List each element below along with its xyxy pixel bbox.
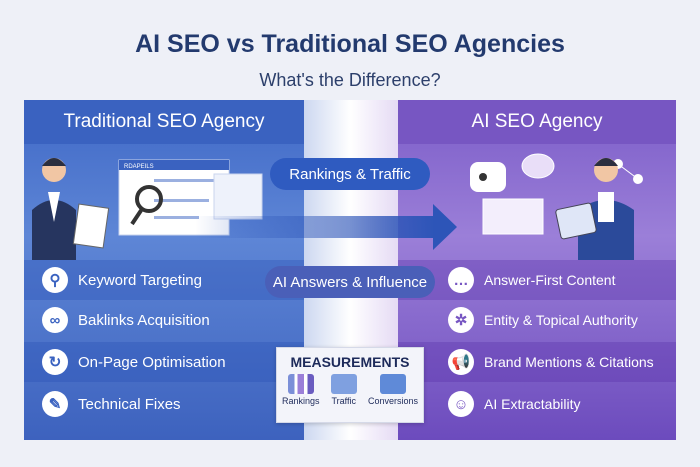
- page-cycle-icon: ↻: [42, 349, 68, 375]
- list-item: ☺ AI Extractability: [398, 384, 676, 424]
- megaphone-icon: 📢: [448, 349, 474, 375]
- robot-icon: ☺: [448, 391, 474, 417]
- network-icon: ✲: [448, 307, 474, 333]
- item-label: Brand Mentions & Citations: [484, 354, 654, 370]
- ai-professional-illustration: [470, 153, 643, 260]
- item-label: Entity & Topical Authority: [484, 312, 638, 328]
- list-item: ∞ Baklinks Acquisition: [24, 300, 304, 340]
- list-item: ✎ Technical Fixes: [24, 384, 304, 424]
- item-label: Technical Fixes: [78, 395, 181, 413]
- conversions-icon: [379, 374, 406, 394]
- list-item: ↻ On-Page Optimisation: [24, 342, 304, 382]
- measurement-label: Traffic: [331, 396, 356, 406]
- traffic-icon: [330, 374, 357, 394]
- ai-panel-title: AI SEO Agency: [398, 100, 676, 144]
- wrench-icon: ✎: [42, 391, 68, 417]
- window-label: RDAPEILS: [124, 164, 154, 170]
- item-label: Answer-First Content: [484, 272, 616, 288]
- transition-arrow: [195, 204, 457, 250]
- measurement-traffic: Traffic: [330, 374, 357, 406]
- rankings-traffic-pill: Rankings & Traffic: [270, 158, 430, 190]
- page-title: AI SEO vs Traditional SEO Agencies: [135, 30, 565, 58]
- measurement-label: Rankings: [282, 396, 320, 406]
- item-label: Keyword Targeting: [78, 271, 202, 289]
- traditional-panel-title: Traditional SEO Agency: [24, 100, 304, 144]
- item-label: Baklinks Acquisition: [78, 311, 210, 329]
- bar-chart-icon: [287, 374, 314, 394]
- ai-scene: [398, 144, 676, 260]
- measurement-rankings: Rankings: [282, 374, 320, 406]
- page-subtitle: What's the Difference?: [259, 70, 441, 90]
- ai-answers-pill: AI Answers & Influence: [265, 266, 435, 298]
- traditional-scene: RDAPEILS: [24, 144, 304, 260]
- list-item: ⚲ Keyword Targeting: [24, 260, 304, 300]
- link-icon: ∞: [42, 307, 68, 333]
- measurements-title: MEASUREMENTS: [290, 354, 410, 370]
- measurements-box: MEASUREMENTS Rankings Traffic Conversion…: [276, 347, 424, 423]
- ai-seo-panel: AI SEO Agency … Answer-First Content ✲ Ent…: [398, 100, 676, 440]
- list-item: ✲ Entity & Topical Authority: [398, 300, 676, 340]
- list-item: 📢 Brand Mentions & Citations: [398, 342, 676, 382]
- item-label: AI Extractability: [484, 396, 581, 412]
- chat-icon: …: [448, 267, 474, 293]
- list-item: … Answer-First Content: [398, 260, 676, 300]
- magnifier-icon: ⚲: [42, 267, 68, 293]
- traditional-seo-panel: Traditional SEO Agency RDAPEILS ⚲ Keyword…: [24, 100, 304, 440]
- measurement-label: Conversions: [367, 396, 418, 406]
- measurement-conversions: Conversions: [368, 374, 418, 406]
- businessman-illustration: RDAPEILS: [32, 158, 263, 260]
- item-label: On-Page Optimisation: [78, 353, 226, 371]
